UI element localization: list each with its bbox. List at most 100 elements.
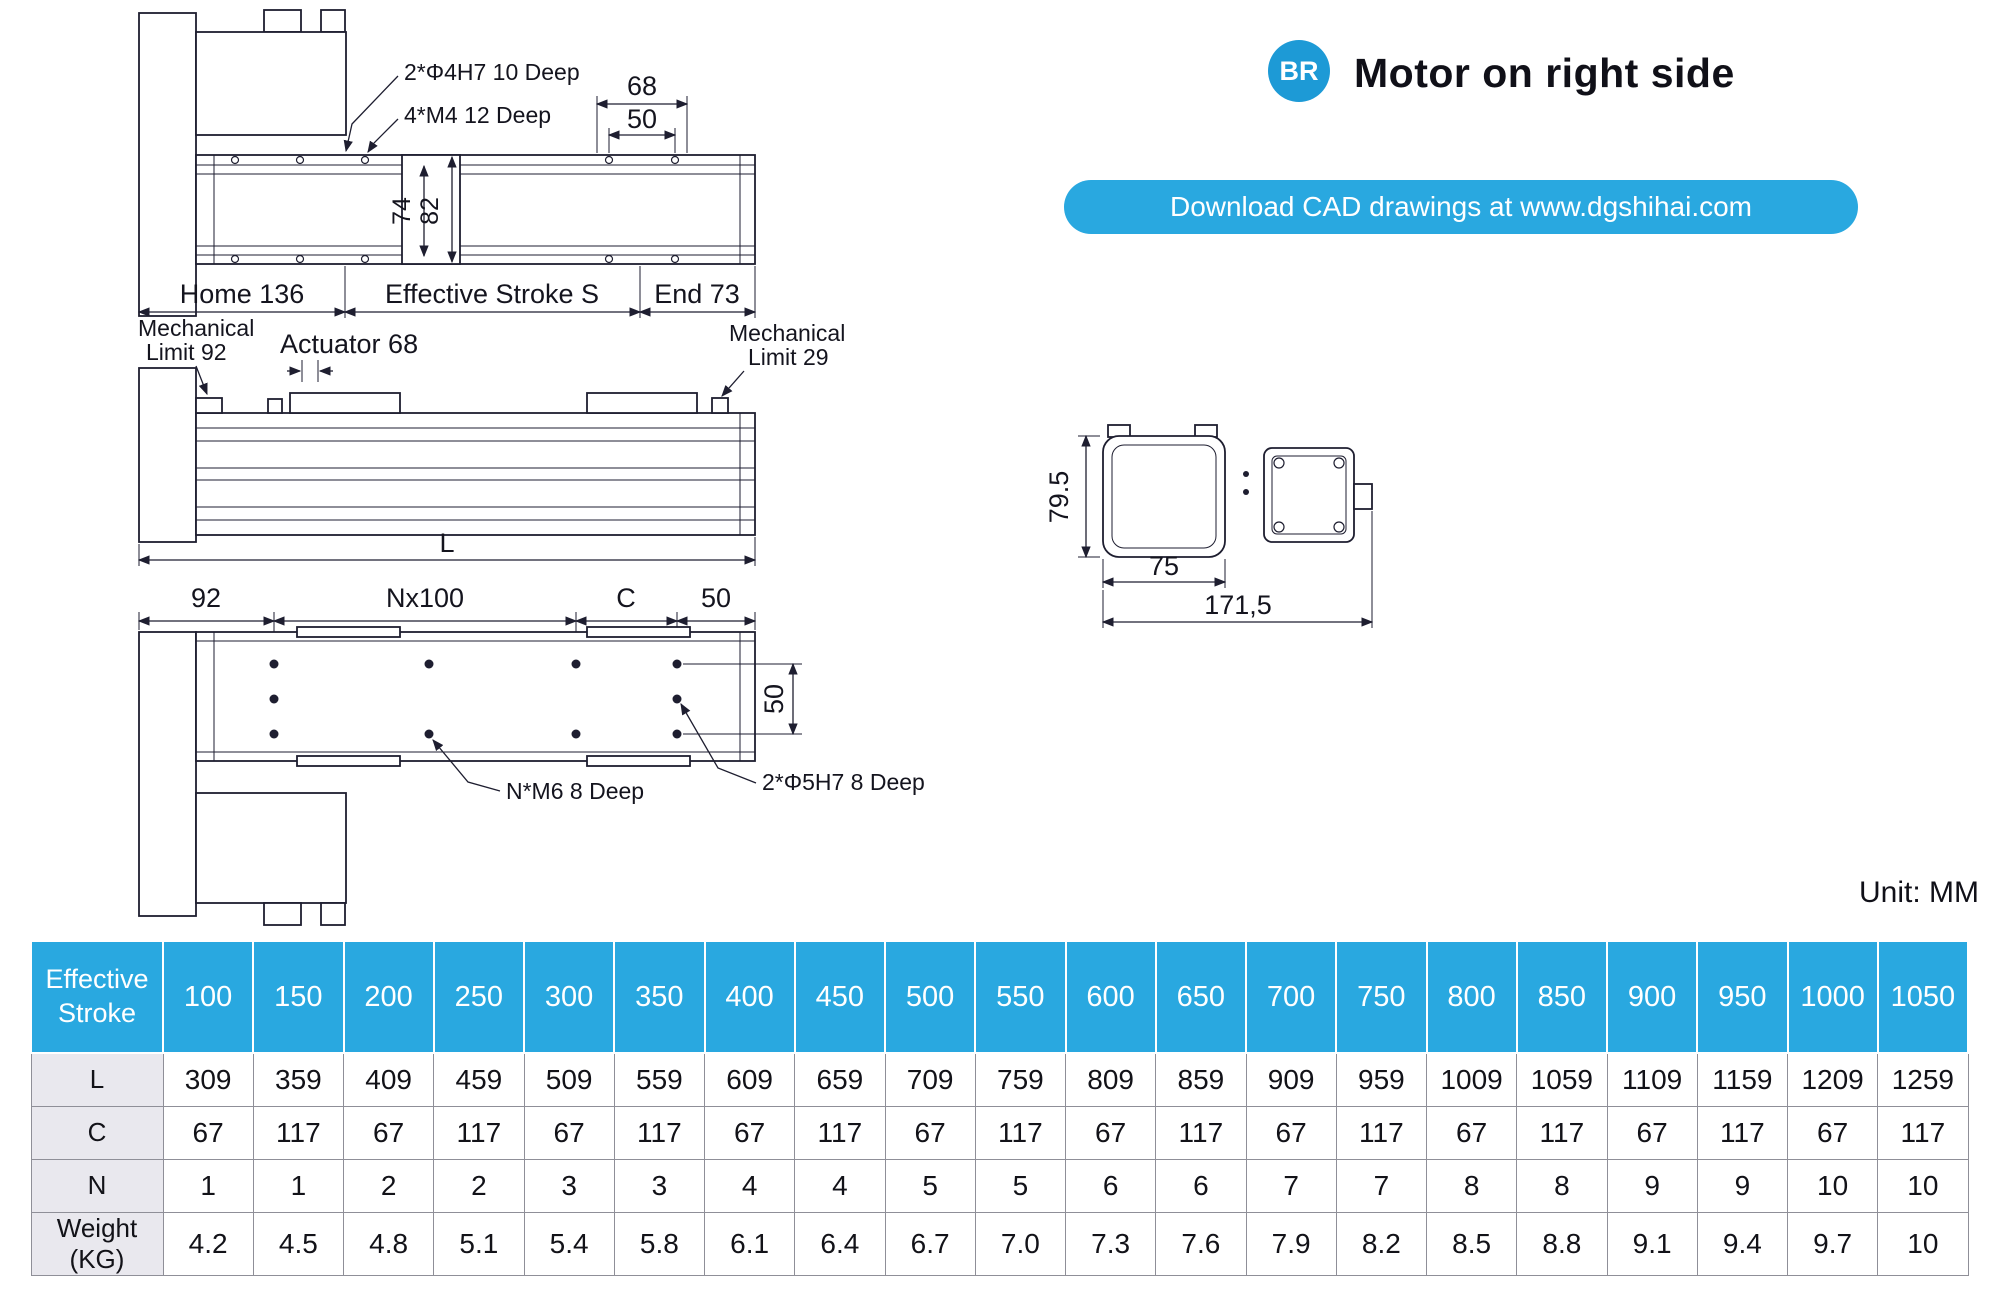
stroke-column-header: 350 <box>613 940 706 1054</box>
dim-c-label: C <box>616 583 636 613</box>
spec-cell: 67 <box>342 1105 435 1160</box>
spec-cell: 67 <box>1425 1105 1518 1160</box>
spec-cell: 4.2 <box>162 1211 254 1276</box>
spec-cell: 859 <box>1155 1052 1247 1107</box>
spec-cell: 409 <box>342 1052 435 1107</box>
spec-cell: 7.9 <box>1245 1211 1337 1276</box>
spec-cell: 117 <box>613 1105 706 1160</box>
spec-cell: 4 <box>794 1158 886 1213</box>
spec-cell: 909 <box>1245 1052 1337 1107</box>
stroke-column-header: 900 <box>1605 940 1699 1054</box>
annotation-phi5h7: 2*Φ5H7 8 Deep <box>762 769 925 795</box>
page-title: Motor on right side <box>1354 50 1735 96</box>
spec-cell: 1209 <box>1786 1052 1879 1107</box>
spec-cell: 117 <box>1696 1105 1789 1160</box>
spec-cell: 117 <box>1877 1105 1969 1160</box>
spec-cell: 1009 <box>1425 1052 1518 1107</box>
spec-cell: 7.0 <box>974 1211 1067 1276</box>
side-motor-body <box>195 31 347 136</box>
spec-cell: 509 <box>523 1052 615 1107</box>
side-view-drawing: 74 82 2*Φ4H7 10 Deep 4*M4 12 Deep 68 50 <box>137 9 757 318</box>
spec-cell: 8.2 <box>1335 1211 1428 1276</box>
stroke-column-header: 250 <box>432 940 526 1054</box>
spec-cell: 309 <box>162 1052 254 1107</box>
dim-74-label: 74 <box>388 197 416 225</box>
side-mounting-plate <box>138 12 197 317</box>
spec-cell: 67 <box>703 1105 796 1160</box>
spec-cell: 9 <box>1606 1158 1698 1213</box>
connector-tab <box>1353 483 1373 510</box>
spec-cell: 5.8 <box>613 1211 706 1276</box>
dim-home-label: Home 136 <box>180 279 305 309</box>
spec-cell: 7.3 <box>1064 1211 1157 1276</box>
spec-cell: 6 <box>1064 1158 1157 1213</box>
spec-cell: 9.1 <box>1606 1211 1698 1276</box>
spec-cell: 5.1 <box>433 1211 525 1276</box>
guide-strip <box>296 626 401 638</box>
spec-cell: 659 <box>794 1052 886 1107</box>
spec-cell: 117 <box>1516 1105 1608 1160</box>
spec-cell: 8.5 <box>1425 1211 1518 1276</box>
spec-cell: 8 <box>1425 1158 1518 1213</box>
spec-cell: 67 <box>1606 1105 1698 1160</box>
stroke-column-header: 200 <box>342 940 435 1054</box>
spec-cell: 759 <box>974 1052 1067 1107</box>
mech-limit-left-line1: Mechanical <box>138 315 254 341</box>
guide-strip <box>586 755 691 767</box>
spec-cell: 117 <box>1155 1105 1247 1160</box>
front-rail-body <box>195 412 756 536</box>
spec-cell: 1109 <box>1606 1052 1698 1107</box>
spec-cell: 9.4 <box>1696 1211 1789 1276</box>
stroke-column-header: 850 <box>1515 940 1609 1054</box>
annotation-m6: N*M6 8 Deep <box>506 778 644 804</box>
spec-cell: 10 <box>1786 1158 1879 1213</box>
spec-cell: 117 <box>252 1105 345 1160</box>
spec-cell: 5.4 <box>523 1211 615 1276</box>
dim-79-5-label: 79.5 <box>1044 471 1074 524</box>
stroke-column-header: 550 <box>974 940 1067 1054</box>
spec-cell: 7 <box>1335 1158 1428 1213</box>
spec-cell: 709 <box>884 1052 976 1107</box>
spec-cell: 559 <box>613 1052 706 1107</box>
spec-cell: 2 <box>342 1158 435 1213</box>
annotation-m4: 4*M4 12 Deep <box>404 102 551 128</box>
spec-cell: 117 <box>433 1105 525 1160</box>
row-label-C: C <box>30 1105 164 1160</box>
motor-tab <box>263 9 302 33</box>
dim-nx100-label: Nx100 <box>386 583 464 613</box>
top-motor-body <box>195 792 347 904</box>
spec-cell: 10 <box>1877 1211 1969 1276</box>
spec-cell: 117 <box>974 1105 1067 1160</box>
dim-50-top-label: 50 <box>701 583 731 613</box>
front-view-drawing: Mechanical Limit 92 Actuator 68 Mechanic… <box>137 315 845 566</box>
row-label-weight: Weight (KG) <box>30 1211 164 1276</box>
cad-download-banner[interactable]: Download CAD drawings at www.dgshihai.co… <box>1064 180 1858 234</box>
stroke-column-header: 450 <box>793 940 887 1054</box>
stroke-column-header: 650 <box>1154 940 1248 1054</box>
spec-cell: 4 <box>703 1158 796 1213</box>
spec-cell: 3 <box>523 1158 615 1213</box>
dim-50-rows-label: 50 <box>759 684 789 714</box>
effective-stroke-header: Effective Stroke <box>30 940 164 1054</box>
motor-tab <box>320 9 346 33</box>
spec-cell: 809 <box>1064 1052 1157 1107</box>
spec-cell: 6.7 <box>884 1211 976 1276</box>
spec-cell: 8 <box>1516 1158 1608 1213</box>
spec-cell: 117 <box>1335 1105 1428 1160</box>
top-mounting-plate <box>138 631 197 917</box>
dim-end-label: End 73 <box>654 279 740 309</box>
limit-block-left <box>195 397 223 414</box>
sensor-block <box>267 398 283 414</box>
spec-cell: 67 <box>162 1105 254 1160</box>
spec-cell: 8.8 <box>1516 1211 1608 1276</box>
spec-cell: 10 <box>1877 1158 1969 1213</box>
stroke-column-header: 150 <box>252 940 345 1054</box>
spec-cell: 959 <box>1335 1052 1428 1107</box>
stroke-column-header: 400 <box>703 940 796 1054</box>
spec-cell: 7.6 <box>1155 1211 1247 1276</box>
spec-cell: 5 <box>974 1158 1067 1213</box>
dim-effective-stroke-label: Effective Stroke S <box>385 279 599 309</box>
limit-block-right <box>711 397 729 414</box>
stroke-column-header: 950 <box>1696 940 1789 1054</box>
